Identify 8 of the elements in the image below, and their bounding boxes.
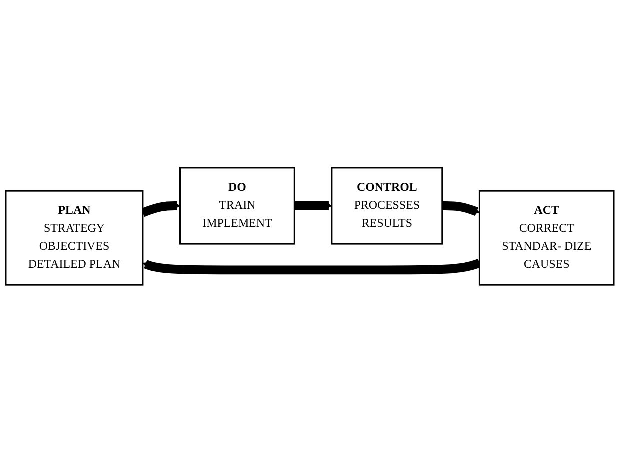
arrow [441,202,480,216]
arrow [293,202,332,210]
node-box: PLAN STRATEGY OBJECTIVES DETAILED PLAN [5,190,144,286]
node-box: ACT CORRECT STANDAR- DIZE CAUSES [478,190,615,286]
arrow [142,258,482,275]
node-box: CONTROL PROCESSES RESULTS [331,167,444,245]
arrow [141,202,181,218]
node-box: DO TRAIN IMPLEMENT [180,167,296,245]
